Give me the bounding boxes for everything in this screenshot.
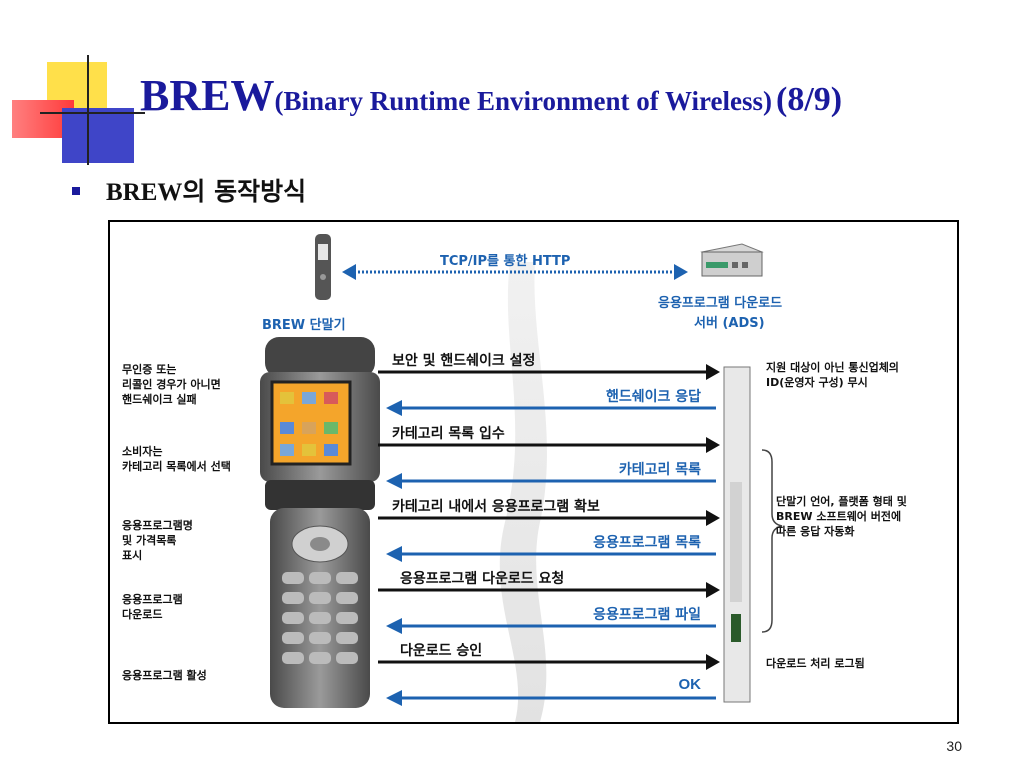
deco-blue-square bbox=[62, 108, 134, 163]
background-cloud-shape bbox=[499, 262, 547, 722]
slide-title: BREW(Binary Runtime Environment of Wirel… bbox=[140, 70, 842, 121]
server-label-line1: 응용프로그램 다운로드 bbox=[658, 296, 783, 311]
message-label: 카테고리 목록 입수 bbox=[392, 426, 505, 442]
page-number: 30 bbox=[946, 738, 962, 754]
flip-phone-image bbox=[260, 337, 380, 708]
top-http-arrow bbox=[342, 264, 688, 280]
bullet-korean: 의 동작방식 bbox=[182, 177, 307, 206]
left-note-3: 응용프로그램명 및 가격목록 표시 bbox=[122, 519, 193, 562]
handset-label: BREW 단말기 bbox=[262, 318, 346, 333]
bullet-item: BREW의 동작방식 bbox=[72, 172, 306, 208]
message-label: 보안 및 핸드쉐이크 설정 bbox=[392, 353, 536, 369]
left-note-5: 응용프로그램 활성 bbox=[122, 669, 207, 682]
message-label: 응용프로그램 다운로드 요청 bbox=[400, 571, 565, 587]
server-icon bbox=[700, 243, 764, 277]
left-note-2: 소비자는 카테고리 목록에서 선택 bbox=[122, 445, 231, 473]
message-label: 응용프로그램 목록 bbox=[593, 535, 701, 551]
deco-horizontal-line bbox=[40, 112, 145, 114]
bullet-square-icon bbox=[72, 187, 80, 196]
left-note-1: 무인증 또는 리콜인 경우가 아니면 핸드쉐이크 실패 bbox=[122, 363, 221, 406]
server-label-line2: 서버 (ADS) bbox=[694, 316, 765, 331]
server-timeline-bar bbox=[723, 366, 751, 703]
diagram-graphics bbox=[260, 234, 783, 722]
deco-vertical-line bbox=[87, 55, 89, 165]
bullet-latin: BREW bbox=[106, 179, 183, 206]
title-paren: (Binary Runtime Environment of Wireless) bbox=[274, 86, 772, 116]
right-note-3: 다운로드 처리 로그됨 bbox=[766, 657, 865, 670]
right-note-1: 지원 대상이 아닌 통신업체의 ID(운영자 구성) 무시 bbox=[766, 361, 899, 389]
message-arrows bbox=[378, 364, 720, 706]
message-label: OK bbox=[678, 676, 702, 693]
title-main: BREW bbox=[140, 71, 275, 120]
message-label: 핸드쉐이크 응답 bbox=[605, 389, 701, 405]
right-brace bbox=[761, 449, 783, 633]
message-label: 카테고리 내에서 응용프로그램 확보 bbox=[392, 499, 600, 515]
message-label: 다운로드 승인 bbox=[400, 643, 483, 659]
message-label: 응용프로그램 파일 bbox=[593, 607, 701, 623]
small-phone-icon bbox=[315, 234, 331, 300]
right-note-2: 단말기 언어, 플랫폼 형태 및 BREW 소프트웨어 버전에 따른 응답 자동… bbox=[776, 495, 907, 538]
top-link-label: TCP/IP를 통한 HTTP bbox=[440, 254, 571, 269]
brew-flow-diagram: TCP/IP를 통한 HTTP BREW 단말기 응용프로그램 다운로드 서버 … bbox=[108, 220, 959, 724]
title-part: (8/9) bbox=[776, 81, 843, 118]
message-label: 카테고리 목록 bbox=[618, 462, 701, 478]
left-note-4: 응용프로그램 다운로드 bbox=[122, 593, 183, 621]
